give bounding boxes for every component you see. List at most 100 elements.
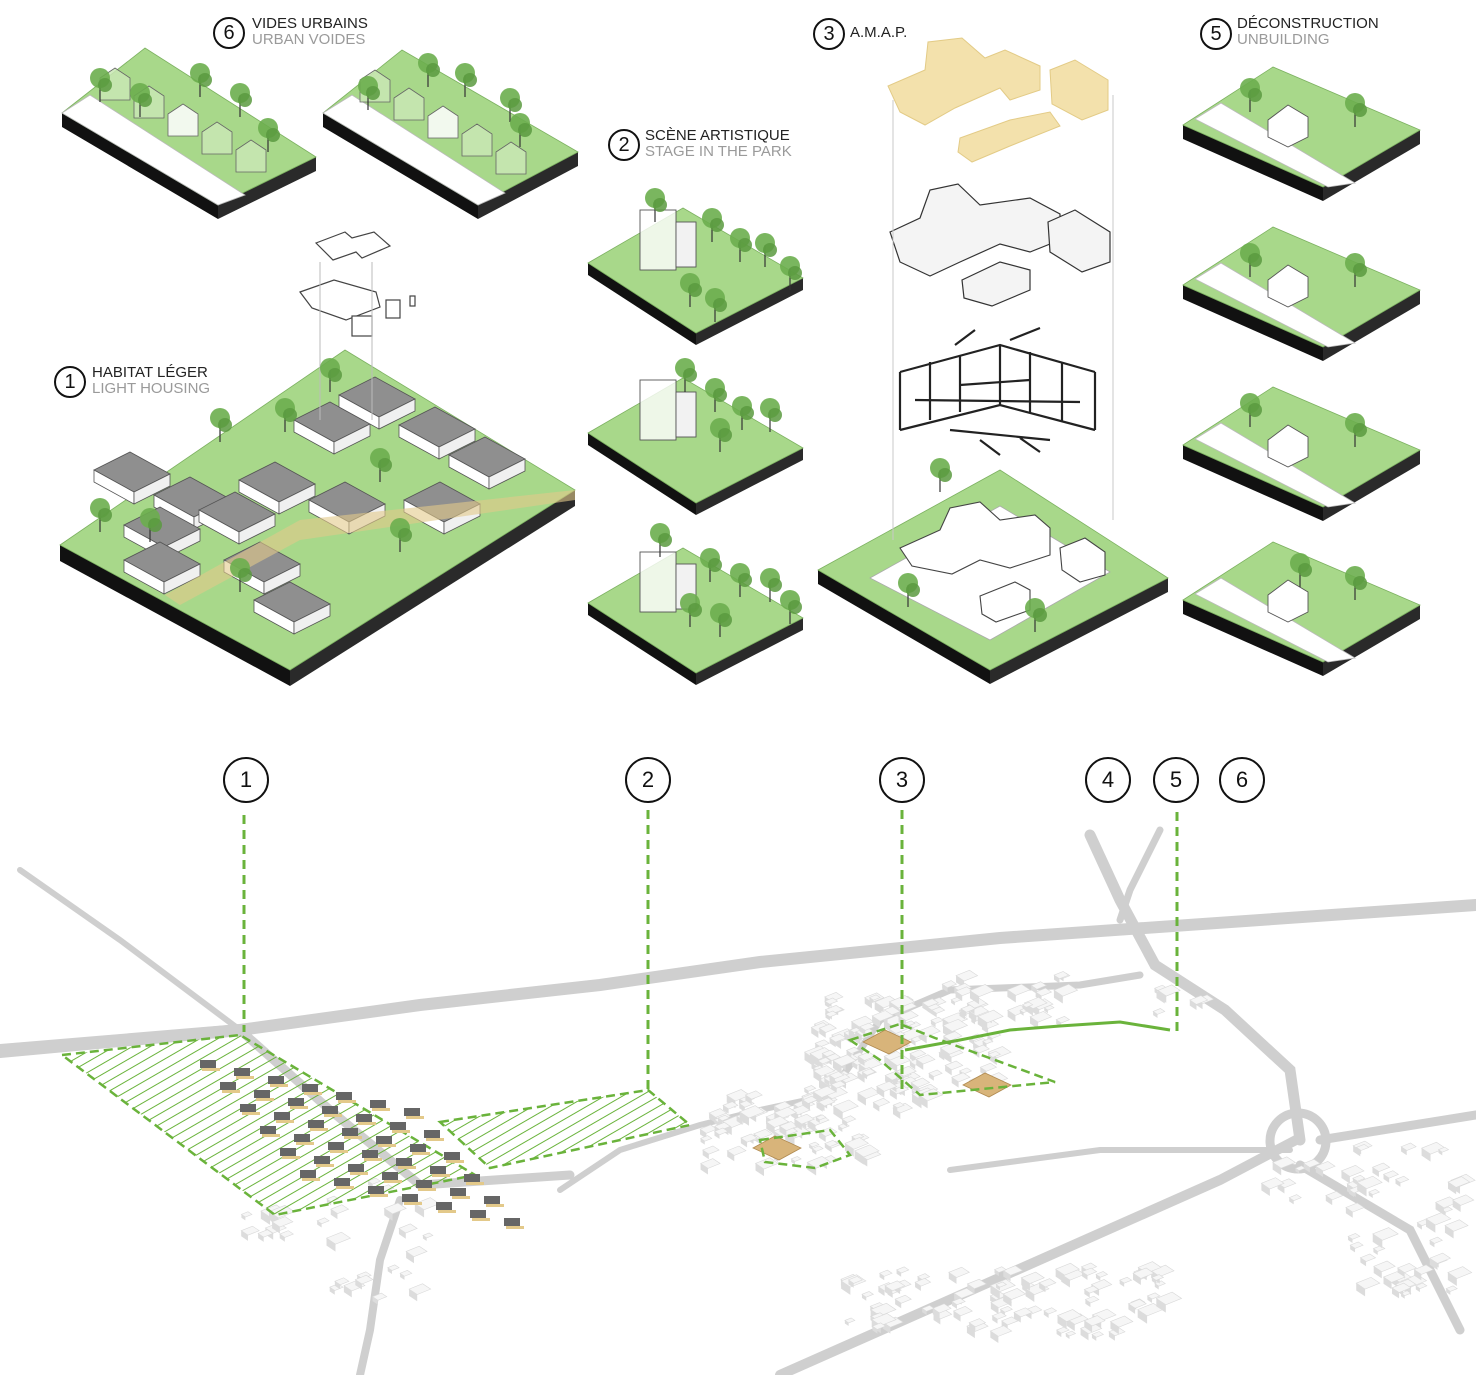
map-building <box>325 1231 352 1252</box>
map-building <box>354 1274 374 1290</box>
map-building <box>987 1050 1001 1062</box>
tree-icon <box>190 63 212 97</box>
tree-icon <box>702 208 724 242</box>
map-building <box>892 1102 905 1112</box>
map-building <box>405 1245 428 1264</box>
map-building <box>1056 1309 1083 1330</box>
housing-deck <box>316 1164 334 1167</box>
housing-deck <box>412 1152 430 1155</box>
housing-unit <box>220 1082 236 1090</box>
map-building <box>1429 1236 1443 1248</box>
light-house-unit <box>198 491 276 545</box>
housing-deck <box>426 1138 444 1141</box>
map-building <box>1053 983 1079 1004</box>
tree-icon <box>1345 253 1367 287</box>
map-building <box>422 1232 434 1242</box>
tree-icon <box>500 88 522 122</box>
map-building <box>977 1009 1004 1031</box>
map-building <box>1091 1331 1105 1341</box>
map-building <box>872 1097 891 1112</box>
map-building <box>793 1113 815 1131</box>
map-building <box>817 1057 832 1068</box>
tree-icon <box>275 398 297 432</box>
tree-icon <box>230 83 252 117</box>
housing-deck <box>242 1112 260 1115</box>
site-marker-3: 3 <box>879 757 925 803</box>
map-building <box>868 994 881 1004</box>
housing-unit <box>348 1164 364 1172</box>
map-building <box>844 1137 870 1157</box>
housing-unit <box>402 1194 418 1202</box>
housing-unit <box>370 1100 386 1108</box>
program-1-number: 1 <box>54 366 86 398</box>
map-building <box>1315 1161 1336 1177</box>
map-building <box>383 1202 407 1221</box>
housing-unit <box>294 1134 310 1142</box>
tree-icon <box>230 558 252 592</box>
map-building <box>1029 1011 1053 1029</box>
site-marker-6: 6 <box>1219 757 1265 803</box>
map-building <box>1083 1315 1106 1333</box>
light-housing-units <box>200 1060 524 1229</box>
housing-deck <box>446 1160 464 1163</box>
housing-deck <box>372 1108 390 1111</box>
zone-stage-park <box>437 1088 693 1170</box>
housing-deck <box>222 1090 240 1093</box>
housing-deck <box>398 1166 416 1169</box>
housing-deck <box>358 1122 376 1125</box>
map-building <box>240 1211 253 1221</box>
tree-icon <box>258 118 280 152</box>
housing-deck <box>350 1172 368 1175</box>
map-building <box>316 1217 330 1228</box>
housing-deck <box>336 1186 354 1189</box>
map-building <box>371 1292 388 1305</box>
program-6-number: 6 <box>213 17 245 49</box>
stage-building <box>639 379 697 441</box>
housing-unit <box>484 1196 500 1204</box>
map-building <box>1021 1001 1034 1011</box>
program-6-title-fr: VIDES URBAINS <box>252 15 368 32</box>
housing-deck <box>432 1174 450 1177</box>
map-building <box>713 1127 729 1139</box>
housing-unit <box>314 1156 330 1164</box>
map-building <box>408 1283 432 1302</box>
tree-icon <box>1345 566 1367 600</box>
tree-icon <box>680 273 702 307</box>
light-house-unit <box>398 406 476 460</box>
map-building <box>995 1281 1008 1291</box>
map-building <box>1013 1307 1033 1323</box>
tree-icon <box>705 288 727 322</box>
map-building <box>1303 1158 1321 1173</box>
tree-icon <box>675 358 697 392</box>
exploded-module-icon <box>299 231 416 337</box>
map-building <box>1083 1285 1100 1298</box>
housing-deck <box>338 1100 356 1103</box>
map-building <box>1400 1142 1417 1156</box>
marker-leaders <box>242 810 1179 1090</box>
housing-deck <box>418 1188 436 1191</box>
housing-unit <box>336 1092 352 1100</box>
housing-unit <box>280 1148 296 1156</box>
map-building <box>847 1276 864 1288</box>
housing-deck <box>384 1180 402 1183</box>
housing-unit <box>268 1076 284 1084</box>
tree-icon <box>780 590 802 624</box>
map-building <box>951 1297 966 1309</box>
map-building <box>931 1006 946 1018</box>
program-5-title-en: UNBUILDING <box>1237 31 1330 48</box>
map-building <box>1294 1165 1306 1174</box>
tree-icon <box>930 458 952 492</box>
tree-icon <box>755 233 777 267</box>
map-building <box>1152 1008 1166 1018</box>
housing-unit <box>436 1202 452 1210</box>
map-building <box>717 1114 730 1125</box>
tree-icon <box>760 398 782 432</box>
amap-building-highlight <box>962 1072 1012 1098</box>
zone-unbuilding-strip <box>904 1020 1171 1052</box>
housing-unit <box>382 1172 398 1180</box>
map-building <box>830 1080 847 1093</box>
map-building <box>1038 1278 1057 1293</box>
light-house-unit <box>253 581 331 635</box>
housing-unit <box>450 1188 466 1196</box>
map-building <box>930 1016 944 1028</box>
